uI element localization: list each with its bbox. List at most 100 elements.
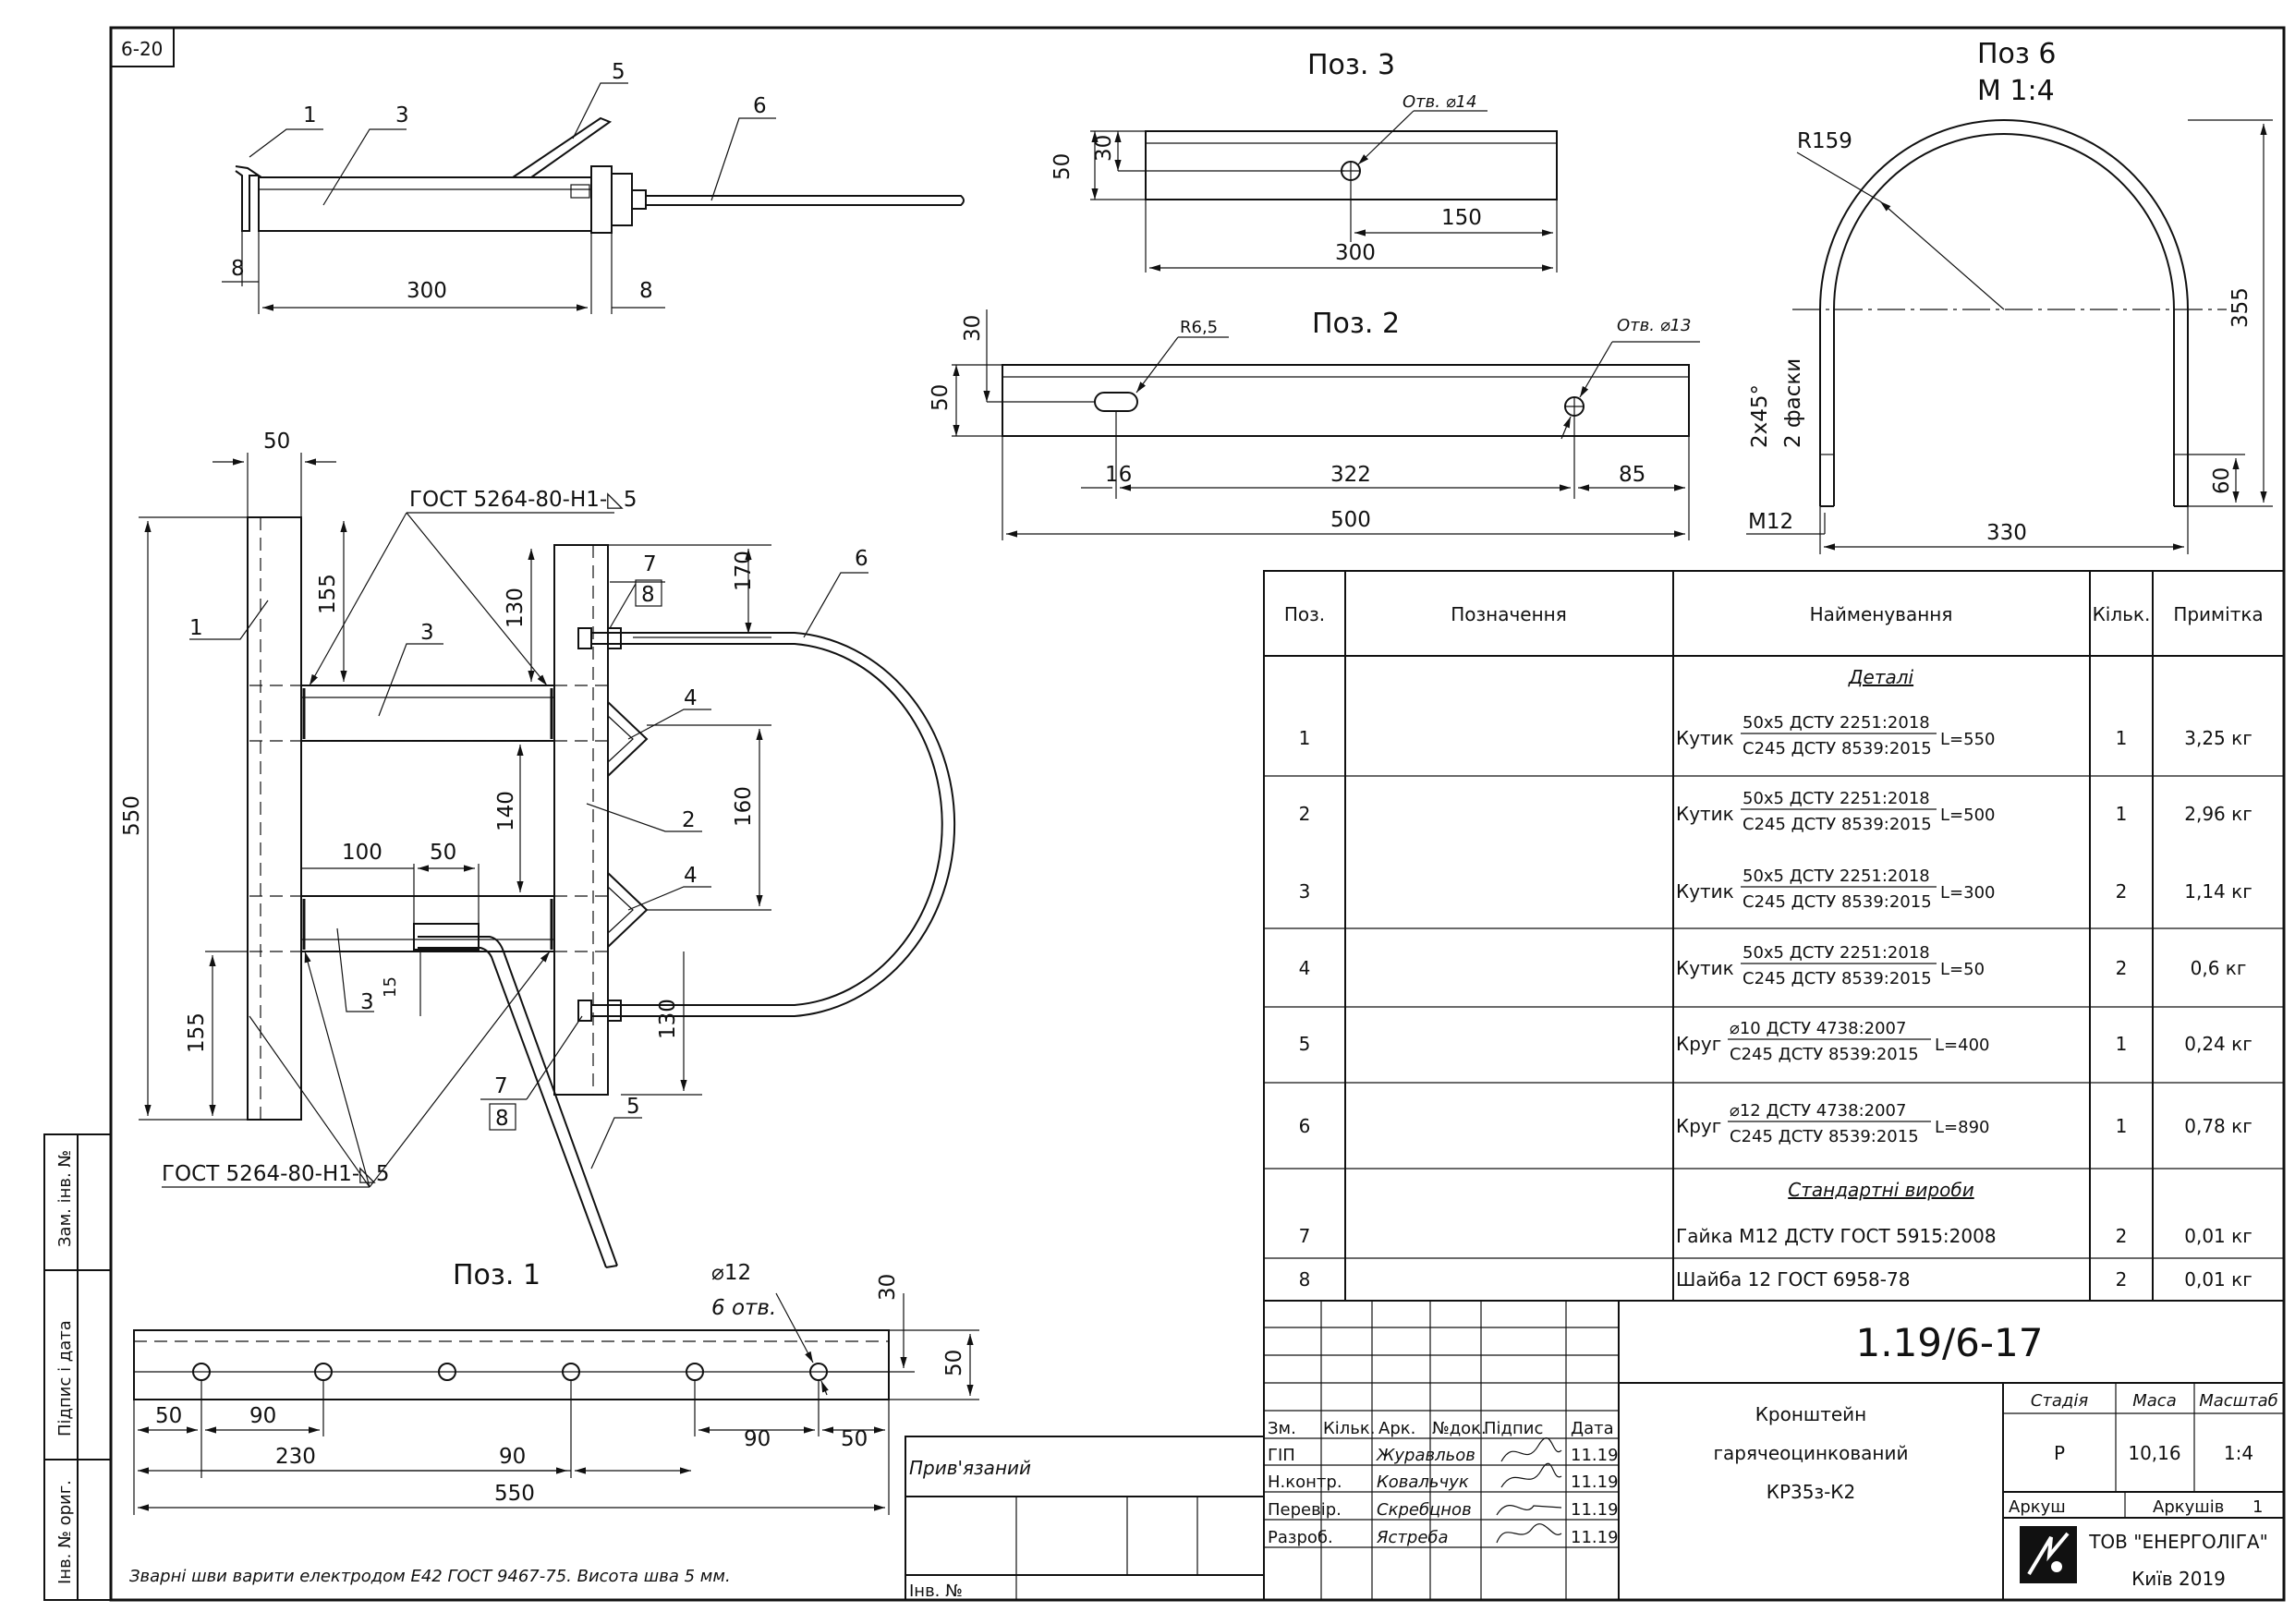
spec-qty: 1 <box>2116 1115 2128 1137</box>
spec-table: Поз. Позначення Найменування Кільк. Прим… <box>1263 570 2285 1302</box>
spec-grade-top: ⌀12 ДСТУ 4738:2007 <box>1730 1101 1906 1121</box>
spec-section-standard: Стандартні вироби <box>1788 1179 1973 1201</box>
tb-sheets: 1 <box>2252 1497 2263 1517</box>
tb-mass: 10,16 <box>2128 1442 2180 1464</box>
spec-grade-top: ⌀10 ДСТУ 4738:2007 <box>1730 1019 1906 1038</box>
tb-name-line-2: гарячеоцинкований <box>1714 1442 1909 1464</box>
main-dim-50: 50 <box>263 430 290 454</box>
main-dim-155-bottom: 155 <box>185 1012 209 1053</box>
tb-person-row: Н.контр. Ковальчук 11.19 <box>1268 1462 1619 1492</box>
poz6-radius-label: R159 <box>1797 129 1852 153</box>
tb-sheet-label: Аркуш <box>2009 1497 2066 1517</box>
spec-prefix: Кутик <box>1676 957 1734 979</box>
tb-person-name: Ястреба <box>1376 1528 1449 1547</box>
poz2-dim-322: 322 <box>1330 463 1371 487</box>
main-callout-3-top: 3 <box>420 621 434 645</box>
poz2-dim-85: 85 <box>1619 463 1645 487</box>
poz1-dim-30-v: 30 <box>876 1274 900 1301</box>
tb-col-zm: Зм. <box>1268 1419 1296 1438</box>
poz3-view: Поз. 3 Отв. ⌀14 50 30 150 300 <box>1050 49 1558 273</box>
side-stamp-signature: Підпис і дата <box>55 1320 75 1436</box>
spec-grade-bottom: С245 ДСТУ 8539:2015 <box>1742 892 1932 912</box>
tb-scale: 1:4 <box>2224 1442 2253 1464</box>
tb-person-row: ГІП Журавльов 11.19 <box>1268 1437 1619 1465</box>
spec-header-note: Примітка <box>2173 603 2263 625</box>
spec-grade-bottom: С245 ДСТУ 8539:2015 <box>1730 1127 1919 1146</box>
tb-city-year: Київ 2019 <box>2131 1568 2226 1590</box>
spec-qty: 1 <box>2116 803 2128 825</box>
signature-mark <box>1500 1462 1562 1488</box>
spec-grade-bottom: С245 ДСТУ 8539:2015 <box>1742 815 1932 834</box>
poz2-r-label: R6,5 <box>1180 318 1218 337</box>
poz3-title: Поз. 3 <box>1307 49 1395 81</box>
spec-note: 2,96 кг <box>2184 803 2252 825</box>
spec-note: 0,6 кг <box>2191 957 2247 979</box>
poz6-view: Поз 6 М 1:4 R159 2х45° 2 фаски М12 355 6… <box>1746 38 2273 554</box>
tb-date: 11.19 <box>1571 1528 1619 1547</box>
poz3-dim-150: 150 <box>1441 206 1482 230</box>
poz1-hole-label: ⌀12 <box>711 1261 751 1285</box>
poz2-dim-50: 50 <box>929 384 953 411</box>
main-dim-140: 140 <box>494 791 518 831</box>
spec-pos: 7 <box>1299 1225 1311 1247</box>
main-dim-15: 15 <box>381 976 400 998</box>
spec-grade-top: 50х5 ДСТУ 2251:2018 <box>1742 943 1930 963</box>
top-callout-6: 6 <box>753 94 767 118</box>
spec-section-details: Деталі <box>1848 666 1914 688</box>
main-callout-6: 6 <box>855 547 868 571</box>
spec-prefix: Кутик <box>1676 727 1734 749</box>
tb-stage: Р <box>2054 1442 2065 1464</box>
spec-pos: 8 <box>1299 1268 1311 1291</box>
spec-pos: 6 <box>1299 1115 1311 1137</box>
spec-grade-top: 50х5 ДСТУ 2251:2018 <box>1742 789 1930 808</box>
attached-label: Прив'язаний <box>909 1457 1031 1479</box>
title-block: Зм. Кільк. Арк. №док. Підпис Дата ГІП Жу… <box>1263 1300 2285 1601</box>
poz1-dim-50-right: 50 <box>841 1427 868 1451</box>
poz3-dim-300: 300 <box>1335 241 1376 265</box>
main-dim-170: 170 <box>732 551 756 591</box>
spec-qty: 2 <box>2116 1268 2128 1291</box>
poz1-dim-230: 230 <box>275 1445 316 1469</box>
spec-qty: 2 <box>2116 957 2128 979</box>
spec-length: L=400 <box>1935 1036 1989 1055</box>
poz1-holes-count: 6 отв. <box>711 1296 776 1320</box>
spec-row: 5 Круг ⌀10 ДСТУ 4738:2007 С245 ДСТУ 8539… <box>1299 1019 2252 1064</box>
poz1-title: Поз. 1 <box>453 1259 540 1291</box>
poz6-title: Поз 6 <box>1977 38 2057 70</box>
tb-role: Н.контр. <box>1268 1473 1342 1492</box>
spec-grade-bottom: С245 ДСТУ 8539:2015 <box>1742 969 1932 988</box>
spec-length: L=300 <box>1940 883 1995 903</box>
spec-row: 4 Кутик 50х5 ДСТУ 2251:2018 С245 ДСТУ 85… <box>1299 943 2247 988</box>
company-logo <box>2020 1526 2077 1583</box>
poz1-dim-90-b: 90 <box>499 1445 526 1469</box>
signature-mark <box>1496 1523 1562 1544</box>
main-dim-130-top: 130 <box>504 588 528 628</box>
spec-qty: 1 <box>2116 1033 2128 1055</box>
weld-general-note: Зварні шви варити електродом Е42 ГОСТ 94… <box>129 1567 731 1586</box>
main-callout-7-top: 7 <box>643 552 657 576</box>
main-callout-5: 5 <box>626 1095 640 1119</box>
tb-col-sign: Підпис <box>1484 1419 1543 1438</box>
tb-col-docno: №док. <box>1432 1419 1487 1438</box>
spec-note: 0,01 кг <box>2184 1225 2252 1247</box>
spec-length: L=550 <box>1940 730 1995 749</box>
spec-qty: 2 <box>2116 1225 2128 1247</box>
poz2-dim-30: 30 <box>961 315 985 342</box>
spec-prefix: Круг <box>1676 1033 1721 1055</box>
main-callout-2: 2 <box>682 808 696 832</box>
spec-pos: 4 <box>1299 957 1311 979</box>
poz6-thread-label: М12 <box>1748 510 1793 534</box>
top-callout-1: 1 <box>303 103 317 127</box>
top-dim-8-right: 8 <box>639 279 653 303</box>
tb-person-name: Ковальчук <box>1377 1473 1469 1492</box>
spec-qty: 2 <box>2116 880 2128 903</box>
main-callout-8-top: 8 <box>641 583 655 607</box>
poz6-dim-330: 330 <box>1986 521 2027 545</box>
main-callout-3-bottom: 3 <box>360 990 374 1014</box>
poz6-chamfer-label-2: 2 фаски <box>1781 358 1805 448</box>
tb-name-line-1: Кронштейн <box>1755 1403 1867 1425</box>
tb-role: Перевір. <box>1268 1500 1342 1520</box>
main-callout-1: 1 <box>189 616 203 640</box>
signature-mark <box>1500 1437 1562 1462</box>
poz6-chamfer-label: 2х45° <box>1748 384 1772 448</box>
